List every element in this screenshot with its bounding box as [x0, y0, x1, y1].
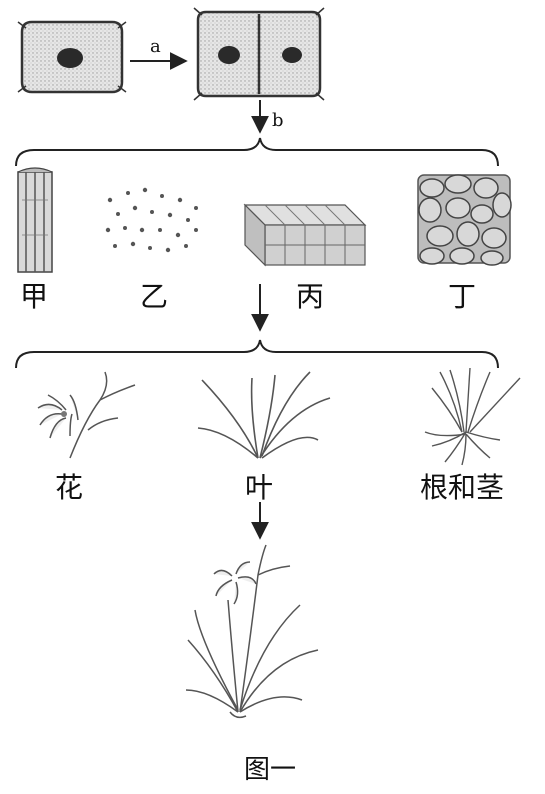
organ-label-flower: 花: [55, 471, 83, 504]
divided-cells: [193, 7, 325, 101]
tissue-label-jia: 甲: [20, 280, 48, 313]
organ-label-root-stem: 根和茎: [420, 471, 504, 504]
tissue-ding-image: [417, 174, 512, 266]
brace-tissues: [15, 137, 499, 167]
cell-nucleus-left: [218, 46, 240, 64]
tissue-label-ding: 丁: [448, 280, 476, 313]
brace-organs: [15, 339, 499, 369]
cell-nucleus: [57, 48, 83, 68]
organ-leaf-image: [197, 371, 331, 459]
tissue-yi-image: [105, 187, 198, 253]
tissue-jia-image: [17, 167, 53, 273]
organ-label-leaf: 叶: [245, 471, 273, 504]
organ-flower-image: [37, 371, 136, 459]
tissue-label-yi: 乙: [140, 280, 168, 313]
tissue-label-bing: 丙: [296, 280, 324, 313]
arrow-a-label: a: [150, 36, 161, 57]
tissue-bing-image: [243, 203, 367, 267]
figure-caption: 图一: [244, 755, 296, 785]
arrow-b-label: b: [272, 110, 284, 131]
organ-root-stem-image: [424, 367, 521, 466]
cell-nucleus-right: [282, 47, 302, 63]
single-cell: [17, 20, 127, 94]
whole-plant-image: [185, 544, 319, 719]
